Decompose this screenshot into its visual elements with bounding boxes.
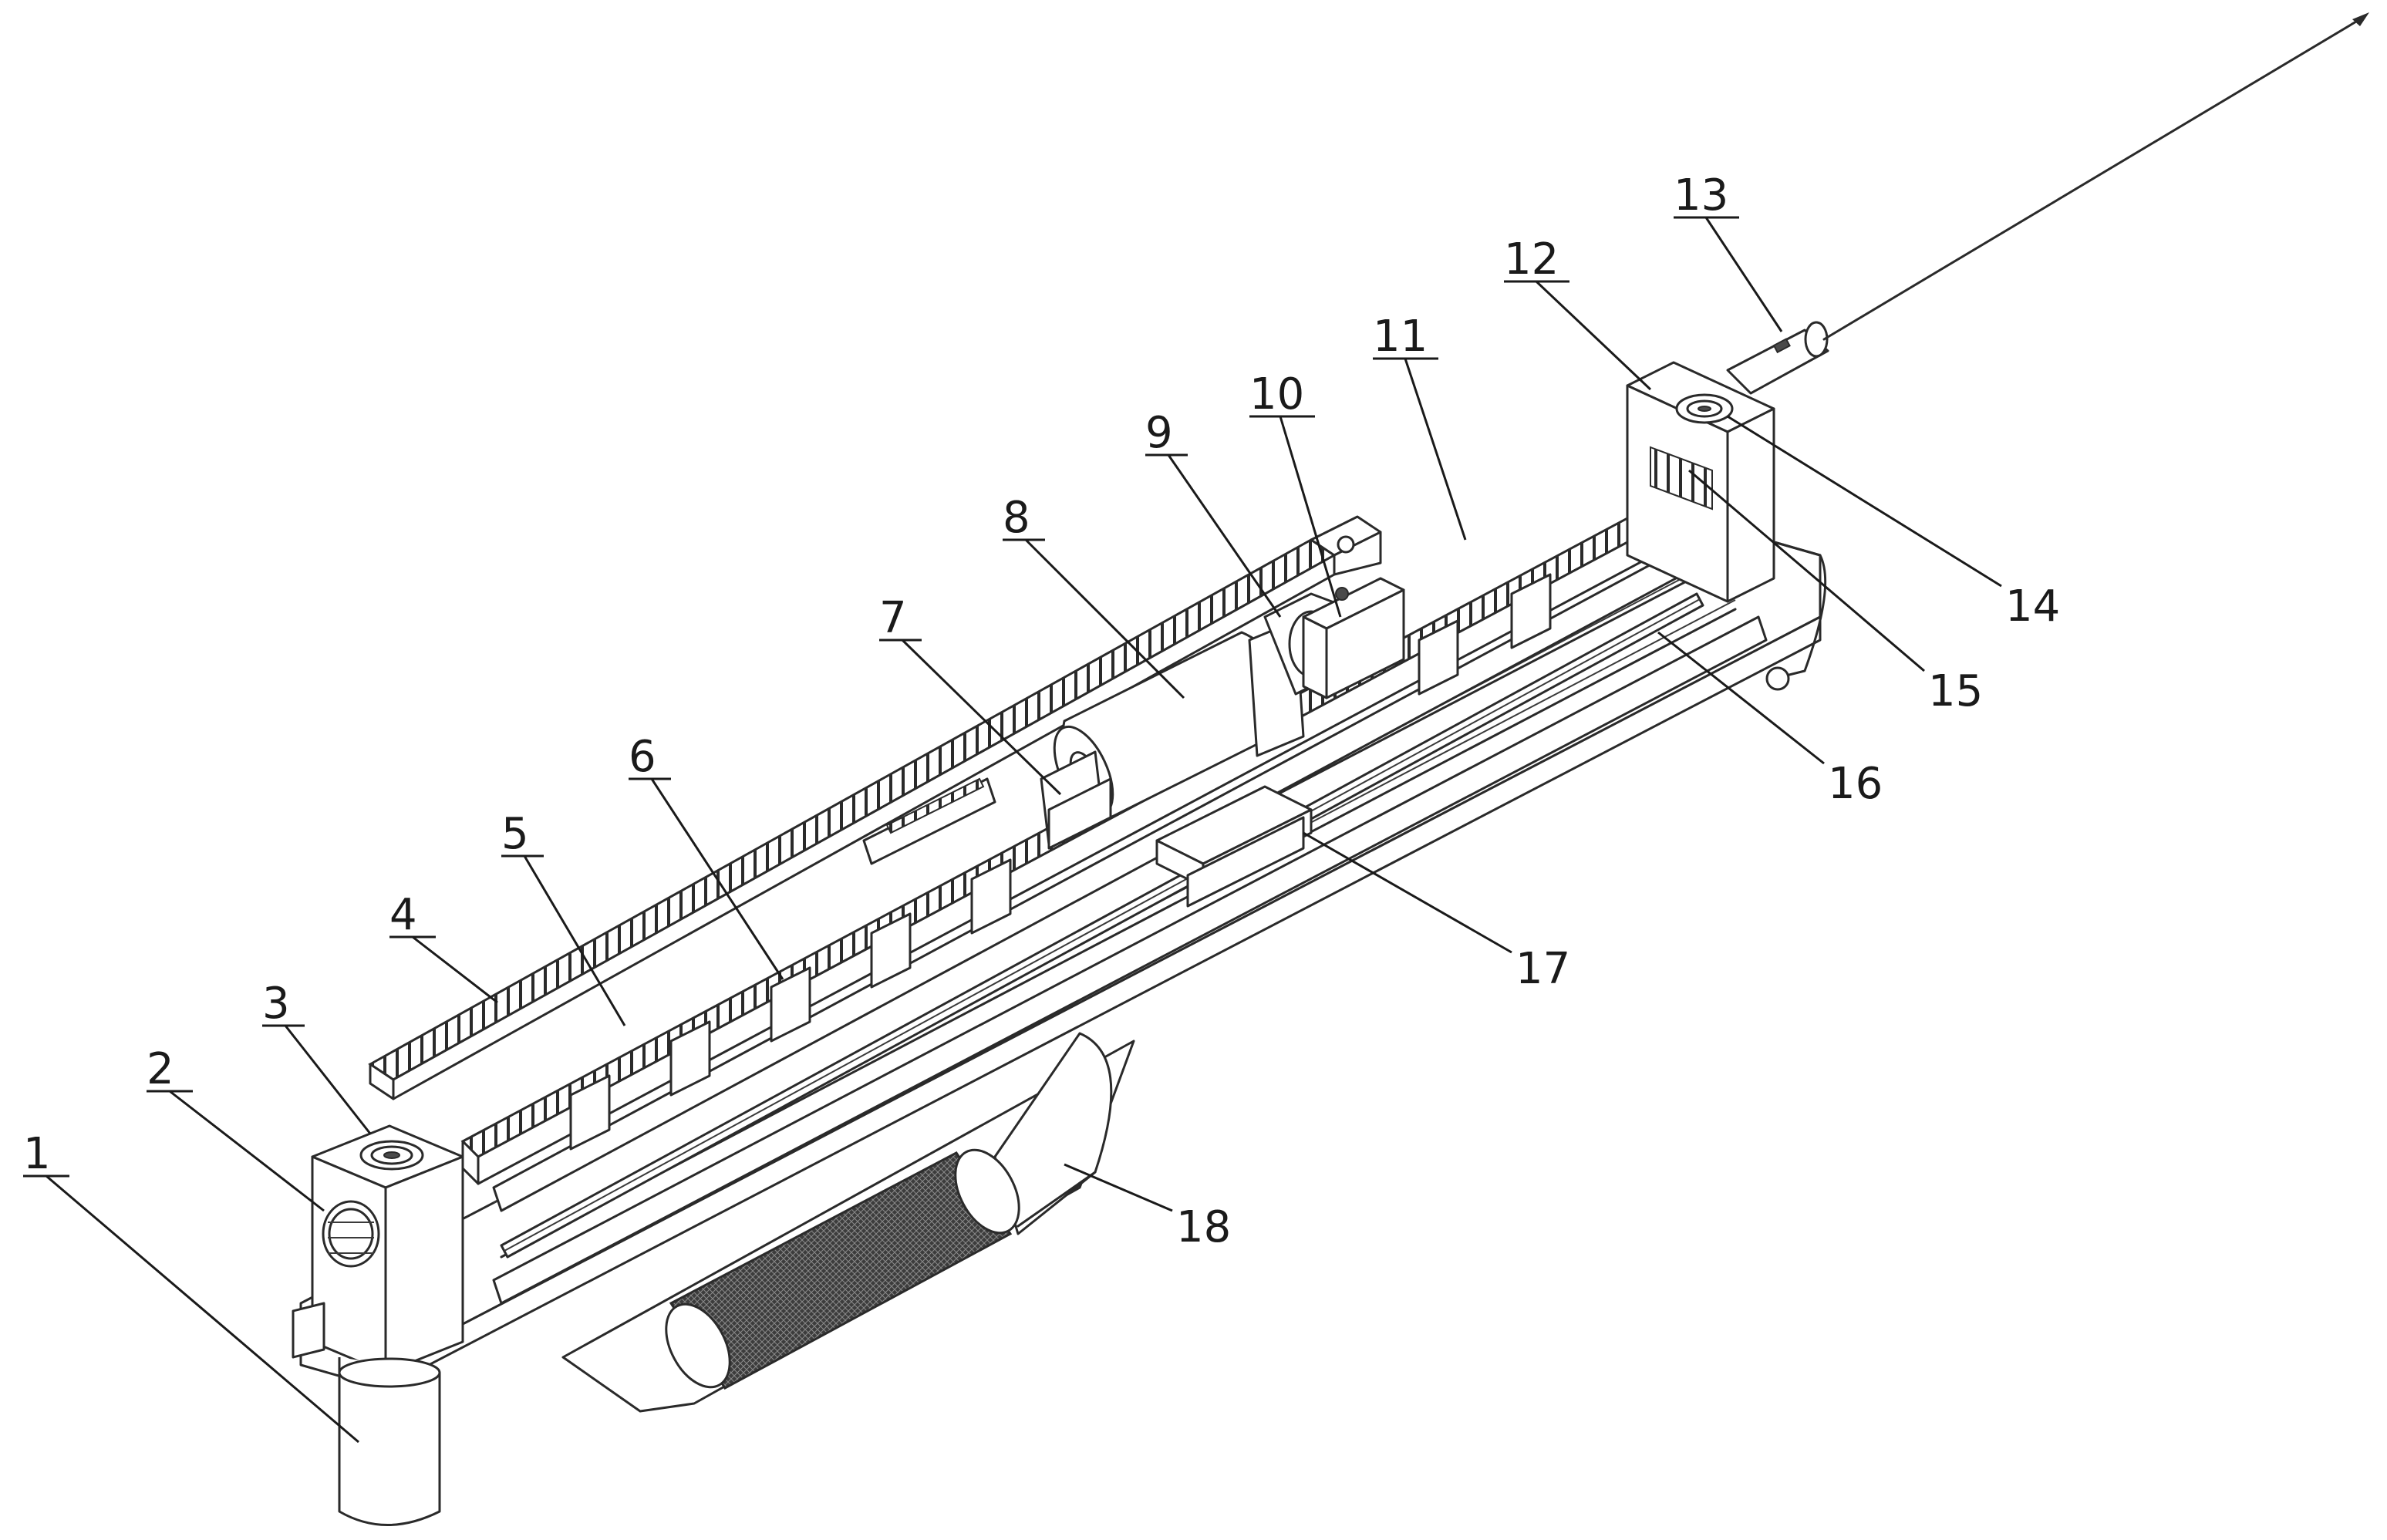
- callout-4: 4: [389, 890, 417, 940]
- callout-14: 14: [2005, 581, 2060, 632]
- callout-3: 3: [262, 979, 290, 1029]
- callout-2: 2: [147, 1044, 174, 1094]
- callout-13: 13: [1674, 170, 1728, 221]
- callout-15: 15: [1928, 666, 1983, 716]
- callout-6: 6: [629, 732, 656, 782]
- callout-11: 11: [1373, 312, 1428, 362]
- rack-segments: [569, 573, 1552, 1151]
- motor-mount: [1040, 750, 1112, 850]
- slide-block: [862, 777, 996, 865]
- callout-7: 7: [879, 593, 907, 643]
- callout-9: 9: [1145, 408, 1173, 458]
- mounting-post: [338, 1357, 441, 1526]
- needle: [1822, 12, 2369, 341]
- upper-rack: [368, 515, 1382, 1100]
- leader-lines: [23, 216, 2002, 1444]
- callout-5: 5: [501, 809, 529, 859]
- callout-8: 8: [1003, 493, 1030, 543]
- knurled-roller: [665, 1148, 1020, 1390]
- callout-17: 17: [1515, 944, 1570, 994]
- needle-holder: [1726, 321, 1829, 395]
- rear-support-block: [292, 1124, 464, 1374]
- front-support-block: [1626, 361, 1775, 603]
- callout-12: 12: [1504, 234, 1559, 285]
- callout-18: 18: [1176, 1202, 1231, 1252]
- callout-16: 16: [1828, 759, 1883, 809]
- callout-1: 1: [23, 1129, 51, 1179]
- carriage: [1155, 785, 1313, 908]
- callout-10: 10: [1249, 369, 1304, 420]
- base-frame: [299, 538, 1827, 1405]
- gearbox: [1302, 577, 1405, 699]
- callout-labels: 1 2 3 4 5 6 7 8 9 10 11 12 13 14 15 16 1…: [23, 170, 2060, 1252]
